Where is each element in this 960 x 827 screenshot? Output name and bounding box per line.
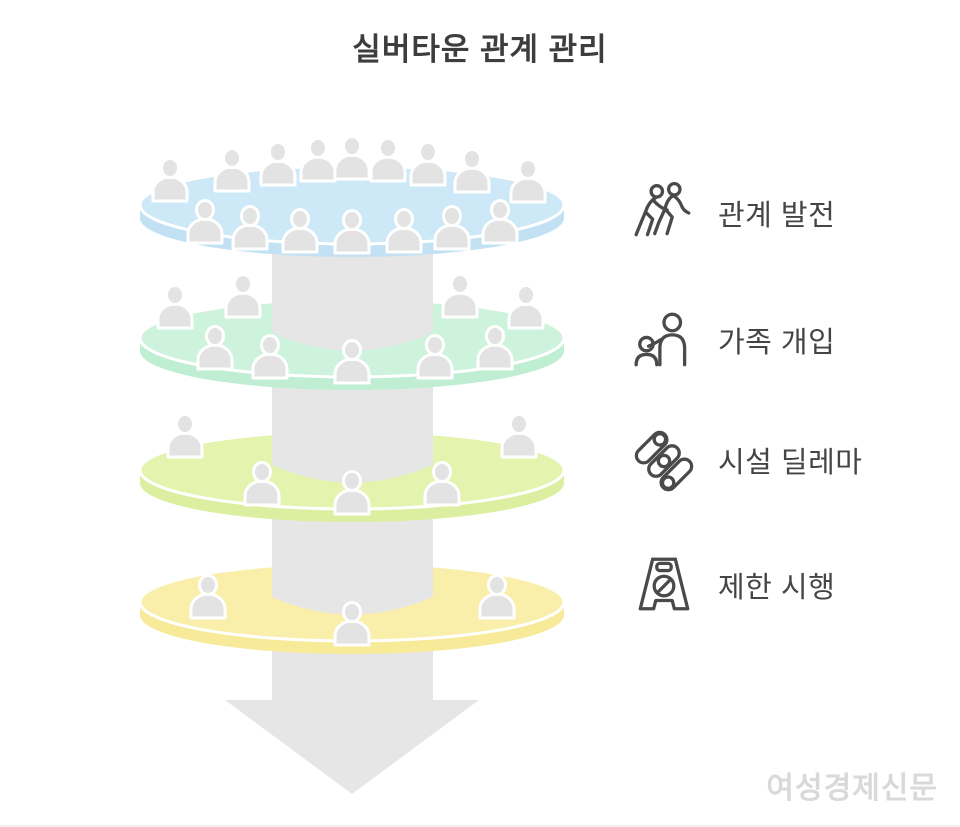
funnel-stage-3 xyxy=(138,373,566,522)
legend-row-relationship: 관계 발전 xyxy=(630,174,835,252)
publisher-watermark: 여성경제신문 xyxy=(766,772,938,805)
legend-label-relationship: 관계 발전 xyxy=(718,200,836,232)
funnel-stage-1 xyxy=(138,135,566,257)
funnel-stage-2 xyxy=(138,240,566,390)
legend-row-restriction: 제한 시행 xyxy=(630,546,835,624)
restriction-sign-icon xyxy=(630,549,698,621)
walking-couple-icon xyxy=(630,177,698,249)
page-title: 실버타운 관계 관리 xyxy=(352,32,608,67)
legend-label-restriction: 제한 시행 xyxy=(718,572,836,604)
down-arrow xyxy=(225,630,479,794)
facility-capsules-icon xyxy=(630,424,698,496)
legend-row-facility: 시설 딜레마 xyxy=(630,421,862,499)
family-support-icon xyxy=(630,304,698,376)
funnel-stage-4 xyxy=(138,505,566,654)
legend-label-family: 가족 개입 xyxy=(718,327,836,359)
legend-label-facility: 시설 딜레마 xyxy=(718,447,863,479)
legend-row-family: 가족 개입 xyxy=(630,301,835,379)
